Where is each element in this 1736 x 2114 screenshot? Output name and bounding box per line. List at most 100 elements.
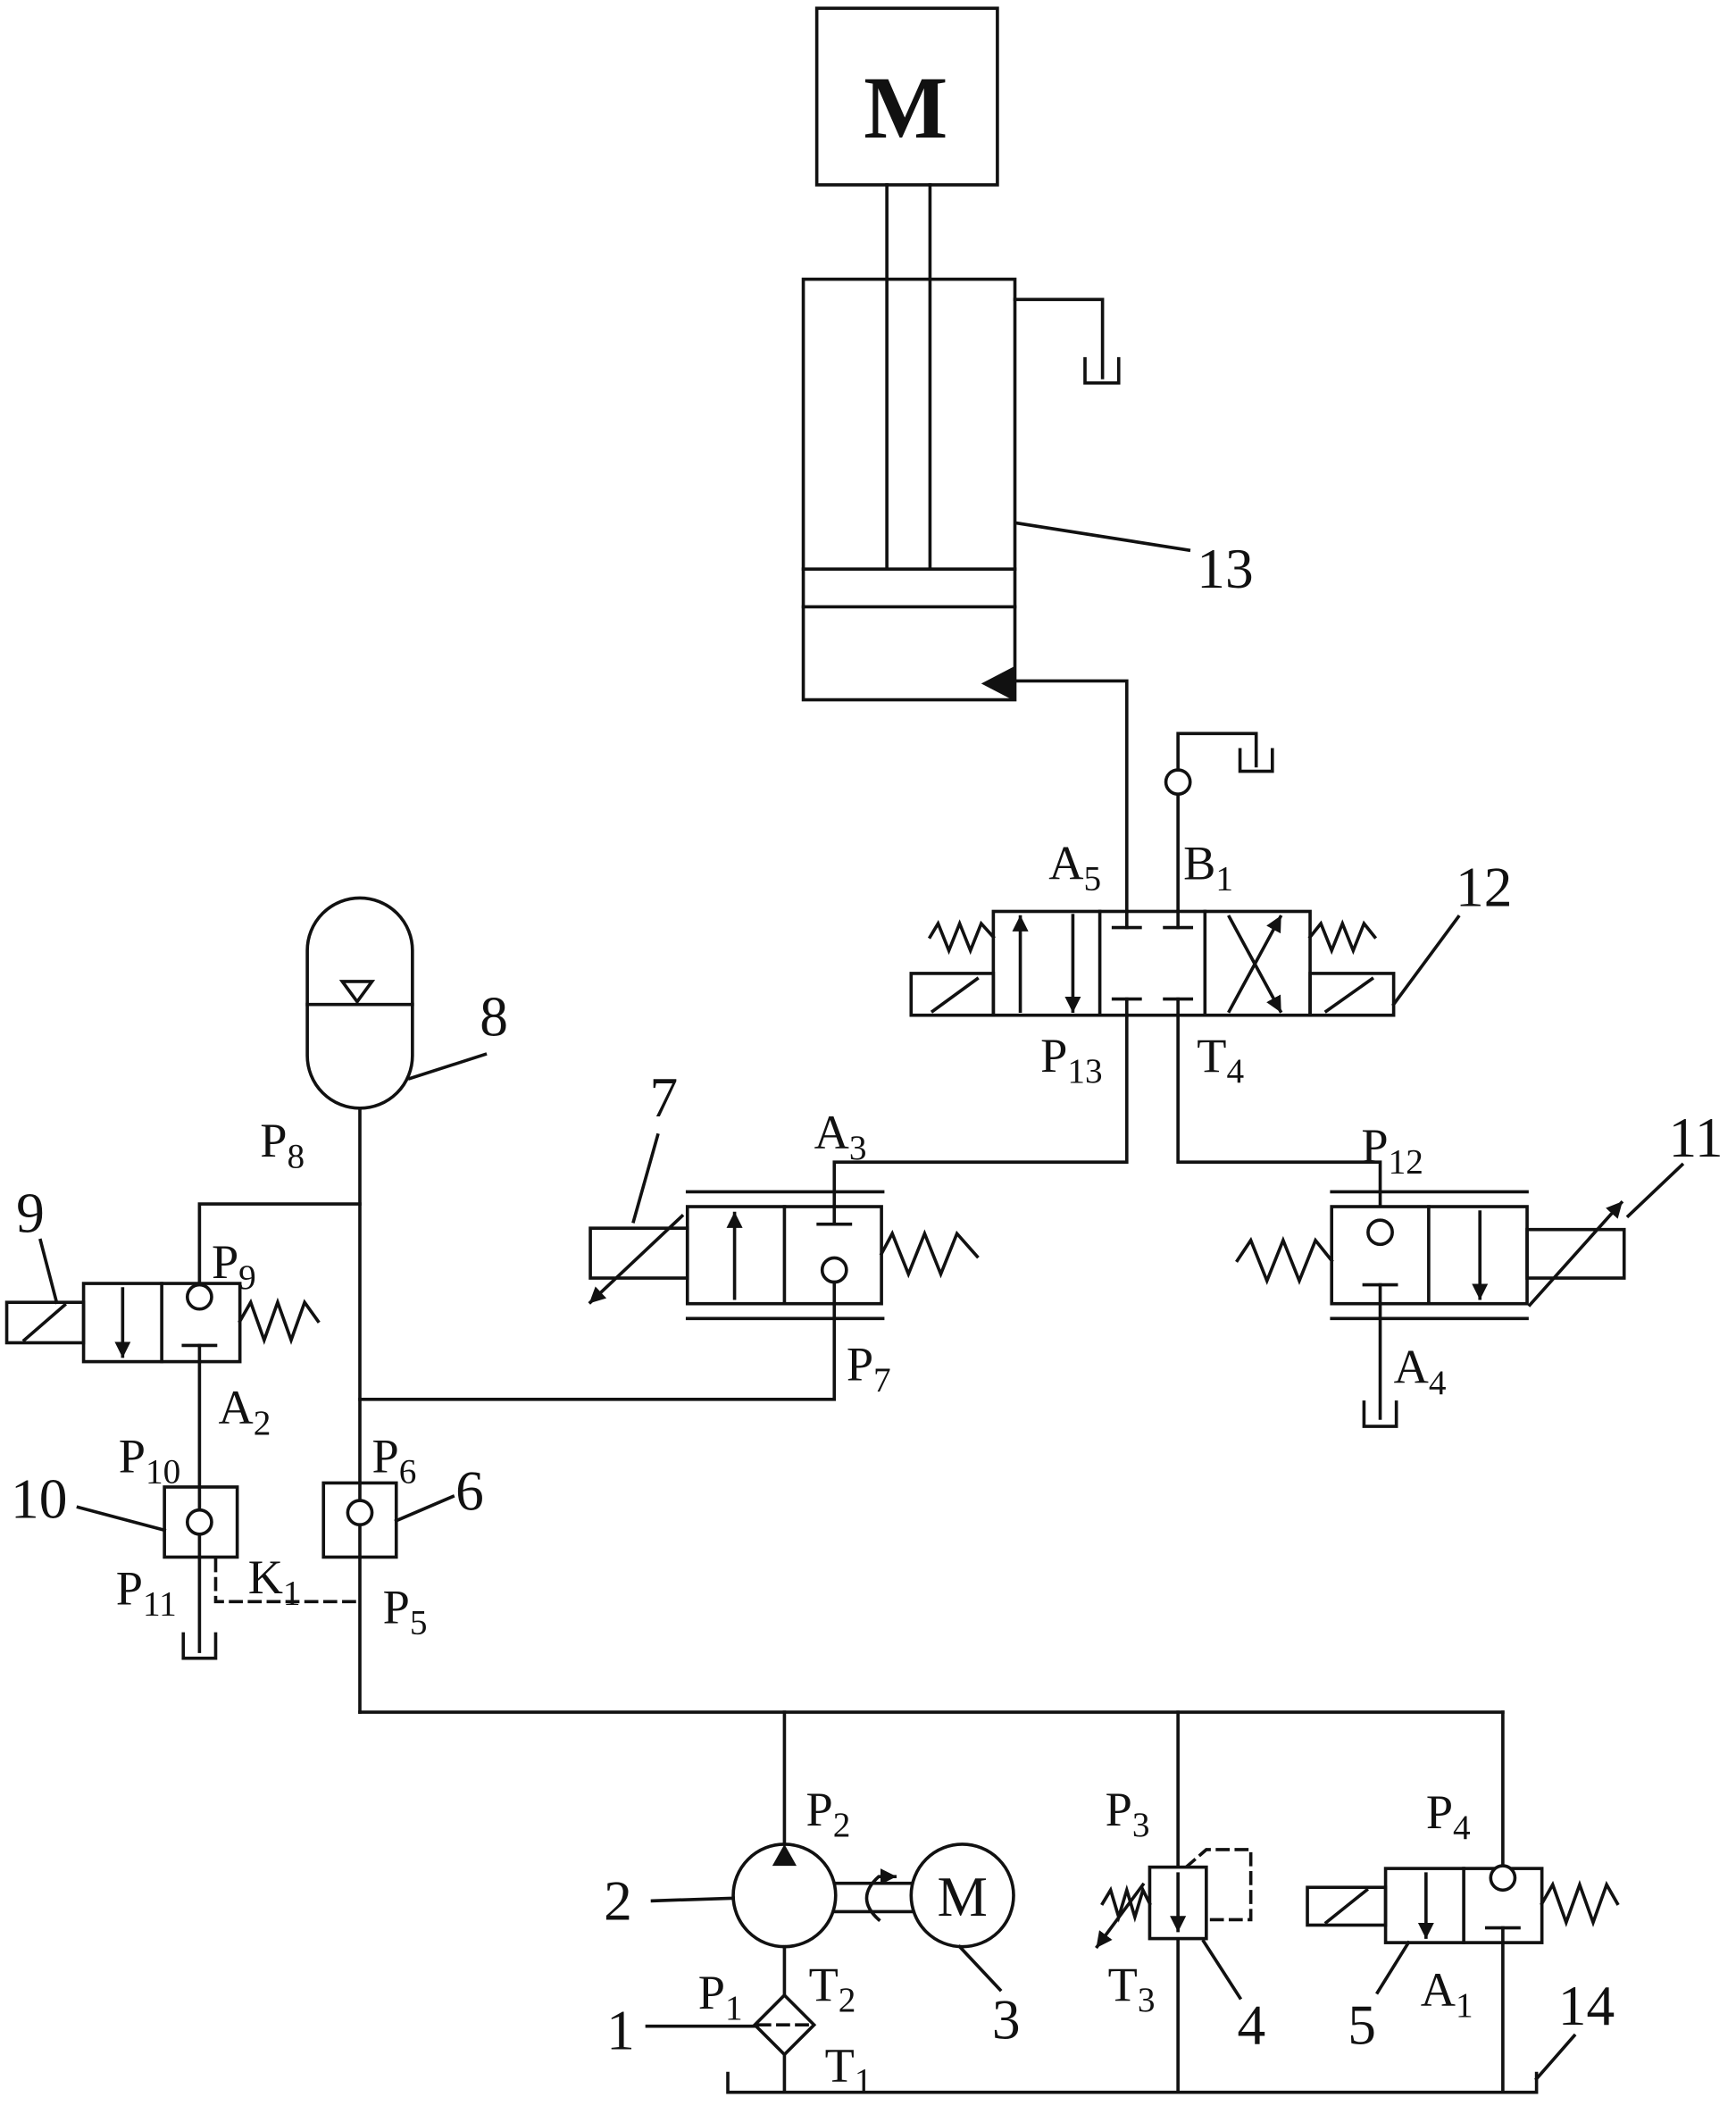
port-letter: P: [1106, 1783, 1132, 1836]
port-subscript: 8: [288, 1137, 305, 1175]
port-letter: P: [698, 1966, 725, 2019]
motor-box: [814, 6, 999, 187]
directional-valve-12: [909, 909, 1461, 1017]
port-label-P1: P1: [698, 1966, 743, 2027]
accumulator-8: [305, 896, 488, 1110]
pump-motor-3: M: [909, 1842, 1015, 1993]
port-letter: P: [212, 1235, 238, 1289]
port-letter: P: [116, 1561, 143, 1615]
port-subscript: 1: [1456, 1986, 1473, 2025]
port-label-T1: T1: [825, 2039, 872, 2101]
component-number-5: 5: [1348, 1993, 1376, 2056]
spring: [1235, 1235, 1334, 1285]
accumulator-shell: [305, 896, 414, 1110]
port-label-P11: P11: [116, 1561, 177, 1623]
pipe-to-tank: [1176, 731, 1258, 772]
port-labels: A5 B1 P13 T4 P8 A3 P7 P12 A4 P9 A2 P10 P…: [116, 836, 1473, 2100]
port-subscript: 5: [410, 1603, 428, 1642]
port-subscript: 3: [1138, 1981, 1156, 2019]
port-label-P3: P3: [1106, 1783, 1150, 1844]
tank-symbol: [1083, 356, 1121, 385]
spring: [1540, 1879, 1620, 1927]
pilot-line: [1183, 1848, 1253, 1922]
component-number-13: 13: [1197, 538, 1253, 600]
leader-line: [1625, 1162, 1685, 1219]
leader-line: [76, 1505, 167, 1533]
spring: [238, 1297, 321, 1345]
port-label-A5: A5: [1048, 836, 1101, 898]
port-subscript: 4: [1226, 1052, 1244, 1090]
port-subscript: 4: [1453, 1809, 1471, 1847]
port-letter: A: [219, 1381, 254, 1434]
port-letter: P: [806, 1783, 833, 1836]
pipe-to-P9: [197, 1202, 362, 1285]
relief-valve-4: [1095, 1848, 1253, 2001]
check-valve-ball: [1489, 1864, 1517, 1893]
port-label-P7: P7: [847, 1338, 891, 1400]
motor-label: M: [864, 58, 947, 157]
port-subscript: 1: [1215, 859, 1233, 898]
motor-label: M: [937, 1866, 987, 1928]
port-label-B1: B1: [1183, 836, 1233, 898]
solenoid: [4, 1300, 86, 1345]
check-valve-ball: [185, 1508, 213, 1536]
leader-line: [1375, 1940, 1411, 1995]
component-number-3: 3: [992, 1988, 1021, 2051]
component-number-12: 12: [1456, 856, 1512, 918]
solenoid: [1306, 1885, 1388, 1927]
leader-line: [394, 1494, 455, 1524]
main-drive-motor: M: [814, 6, 999, 187]
leader-line: [1015, 521, 1191, 553]
check-valve-ball: [1366, 1218, 1394, 1247]
component-number-9: 9: [16, 1182, 45, 1245]
leader-line: [407, 1052, 488, 1081]
port-letter: P: [1361, 1119, 1388, 1173]
proportional-arrow: [588, 1214, 685, 1305]
port-letter: P: [260, 1114, 287, 1167]
solenoid-coil: [1323, 976, 1375, 1014]
reservoir-14: [726, 2033, 1577, 2094]
port-subscript: 5: [1083, 859, 1101, 898]
pilot-line: [213, 1558, 362, 1604]
port-letter: P: [372, 1429, 399, 1483]
check-valve-ball: [185, 1283, 213, 1311]
solenoid: [1525, 1227, 1626, 1280]
component-number-7: 7: [649, 1066, 678, 1129]
port-subscript: 1: [283, 1574, 301, 1612]
port-label-T4: T4: [1197, 1029, 1244, 1090]
port-label-P12: P12: [1361, 1119, 1423, 1181]
port-subscript: 11: [143, 1584, 177, 1623]
component-number-10: 10: [11, 1468, 67, 1531]
port-subscript: 13: [1067, 1052, 1102, 1090]
solenoid-right: [1308, 972, 1396, 1017]
port-subscript: 2: [254, 1404, 271, 1442]
port-label-P5: P5: [383, 1580, 428, 1642]
leader-line: [38, 1238, 59, 1305]
port-label-A2: A2: [219, 1381, 271, 1442]
spring-left: [927, 919, 996, 956]
port-label-A4: A4: [1394, 1341, 1447, 1402]
component-number-14: 14: [1558, 1975, 1615, 2037]
valve-body: [163, 1485, 239, 1559]
component-number-1: 1: [606, 1999, 635, 2061]
port-subscript: 2: [833, 1806, 851, 1844]
solenoid-coil: [21, 1302, 68, 1343]
leader-line: [1201, 1939, 1243, 2001]
port-subscript: 1: [725, 1989, 743, 2027]
spring: [879, 1229, 980, 1279]
port-letter: A: [814, 1106, 849, 1159]
port-subscript: 4: [1429, 1364, 1447, 1402]
rotation-arrow: [864, 1868, 897, 1923]
check-valve-ball: [1164, 768, 1192, 796]
leader-line: [650, 1896, 735, 1903]
port-letter: P: [847, 1338, 873, 1391]
port-label-P2: P2: [806, 1783, 851, 1844]
port-label-A1: A1: [1421, 1963, 1473, 2025]
solenoid-valve-7: [588, 1132, 980, 1321]
port-subscript: 12: [1389, 1142, 1423, 1181]
port-subscript: 3: [849, 1129, 867, 1167]
leader-line: [1534, 2033, 1577, 2082]
port-label-P9: P9: [212, 1235, 256, 1297]
cylinder-vent-line: [1013, 297, 1105, 380]
